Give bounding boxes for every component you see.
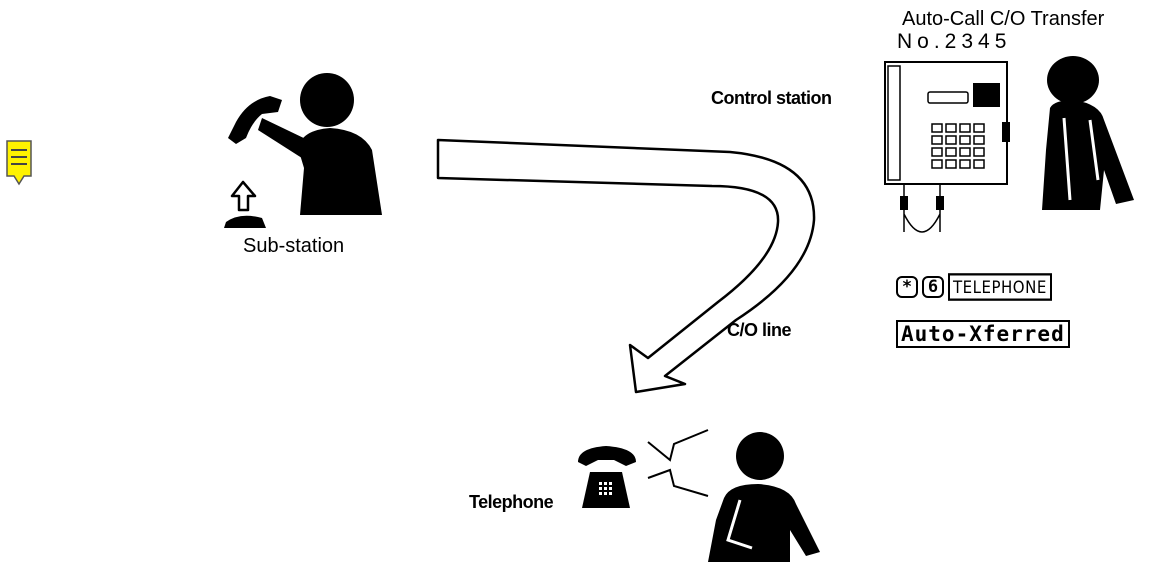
auto-xferred-display: Auto-Xferred [896,320,1070,348]
substation-person-icon [224,73,382,228]
telephone-display: TELEPHONE [948,273,1052,301]
telephone-icon [578,429,709,508]
diagram-title: Auto-Call C/O Transfer [902,8,1105,30]
note-icon[interactable] [6,140,32,190]
transfer-arrow [436,138,816,394]
star-key: * [896,276,918,298]
telephone-label: Telephone [469,492,554,512]
control-station-phone-icon [884,61,1010,233]
station-number: No.2345 [897,30,1012,53]
dial-sequence: * 6 TELEPHONE [896,273,1052,301]
control-station-label: Control station [711,88,832,108]
six-key: 6 [922,276,944,298]
substation-label: Sub-station [243,235,345,257]
telephone-person-icon [708,432,820,562]
control-station-person-icon [1042,56,1134,210]
co-line-label: C/O line [727,320,792,340]
